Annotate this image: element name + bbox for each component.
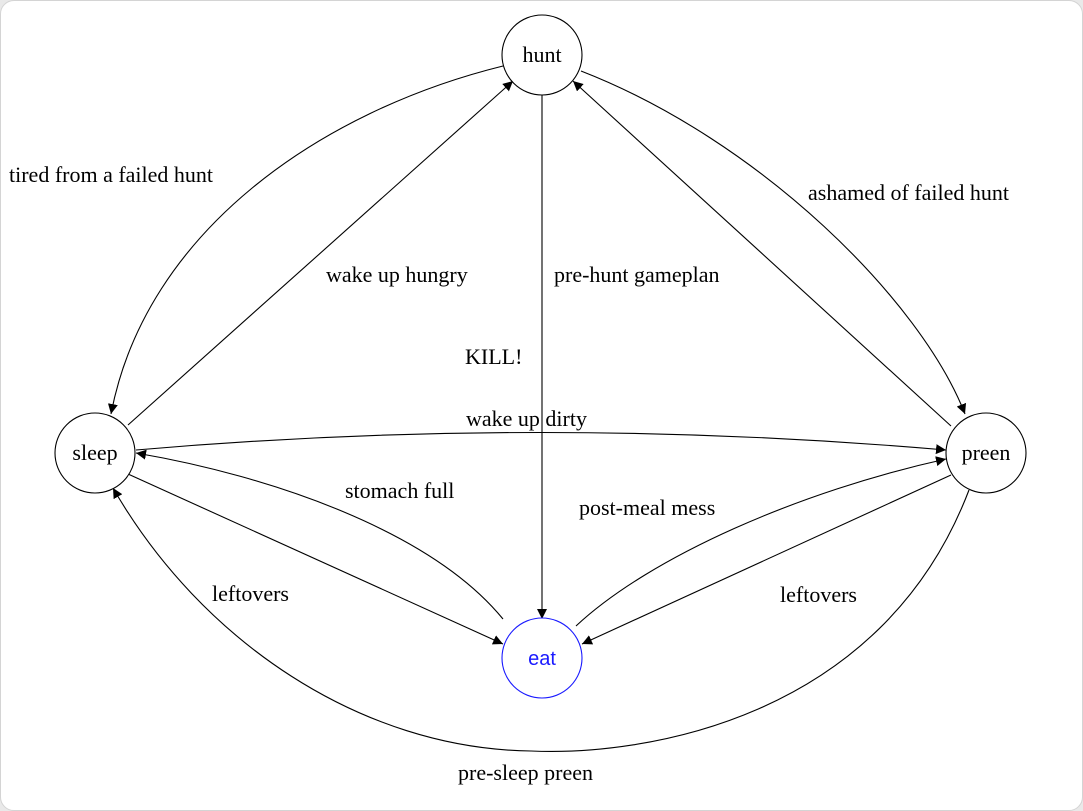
state-eat[interactable]: eat	[501, 617, 583, 699]
edge-label-hunt-to-sleep: tired from a failed hunt	[9, 162, 213, 187]
state-preen-circle	[945, 412, 1027, 494]
state-eat-label: eat	[528, 648, 556, 670]
state-hunt-circle	[501, 14, 583, 96]
edge-label-preen-to-eat: leftovers	[780, 582, 857, 607]
state-sleep[interactable]: sleep	[54, 412, 136, 494]
edge-eat-to-sleep[interactable]	[135, 449, 504, 620]
edge-label-sleep-to-hunt: wake up hungry	[326, 262, 468, 287]
edge-sleep-to-preen[interactable]	[135, 431, 947, 455]
state-sleep-label: sleep	[72, 440, 117, 465]
state-eat-circle	[501, 617, 583, 699]
edge-label-preen-to-sleep: pre-sleep preen	[458, 760, 593, 785]
edge-label-hunt-to-eat: pre-hunt gameplan	[554, 262, 720, 287]
edge-hunt-to-sleep[interactable]	[107, 65, 504, 415]
edge-label-sleep-to-preen: wake up dirty	[466, 406, 587, 431]
edge-label-sleep-to-eat: leftovers	[212, 581, 289, 606]
edge-hunt-to-preen[interactable]	[580, 70, 967, 415]
edge-sleep-to-eat[interactable]	[127, 473, 504, 645]
edge-eat-to-preen[interactable]	[575, 456, 947, 627]
edge-preen-to-sleep[interactable]	[112, 487, 970, 752]
edge-sleep-to-hunt[interactable]	[127, 80, 514, 426]
edge-label-kill: KILL!	[465, 344, 522, 369]
edge-preen-to-eat[interactable]	[581, 474, 952, 645]
state-hunt-label: hunt	[522, 42, 561, 67]
edge-label-hunt-to-preen: ashamed of failed hunt	[808, 180, 1009, 205]
state-hunt[interactable]: hunt	[501, 14, 583, 96]
state-preen-label: preen	[962, 440, 1011, 465]
state-sleep-circle	[54, 412, 136, 494]
state-preen[interactable]: preen	[945, 412, 1027, 494]
edge-label-eat-to-preen: post-meal mess	[579, 495, 715, 520]
edge-label-eat-to-sleep: stomach full	[345, 478, 454, 503]
edge-preen-to-hunt[interactable]	[572, 80, 952, 427]
